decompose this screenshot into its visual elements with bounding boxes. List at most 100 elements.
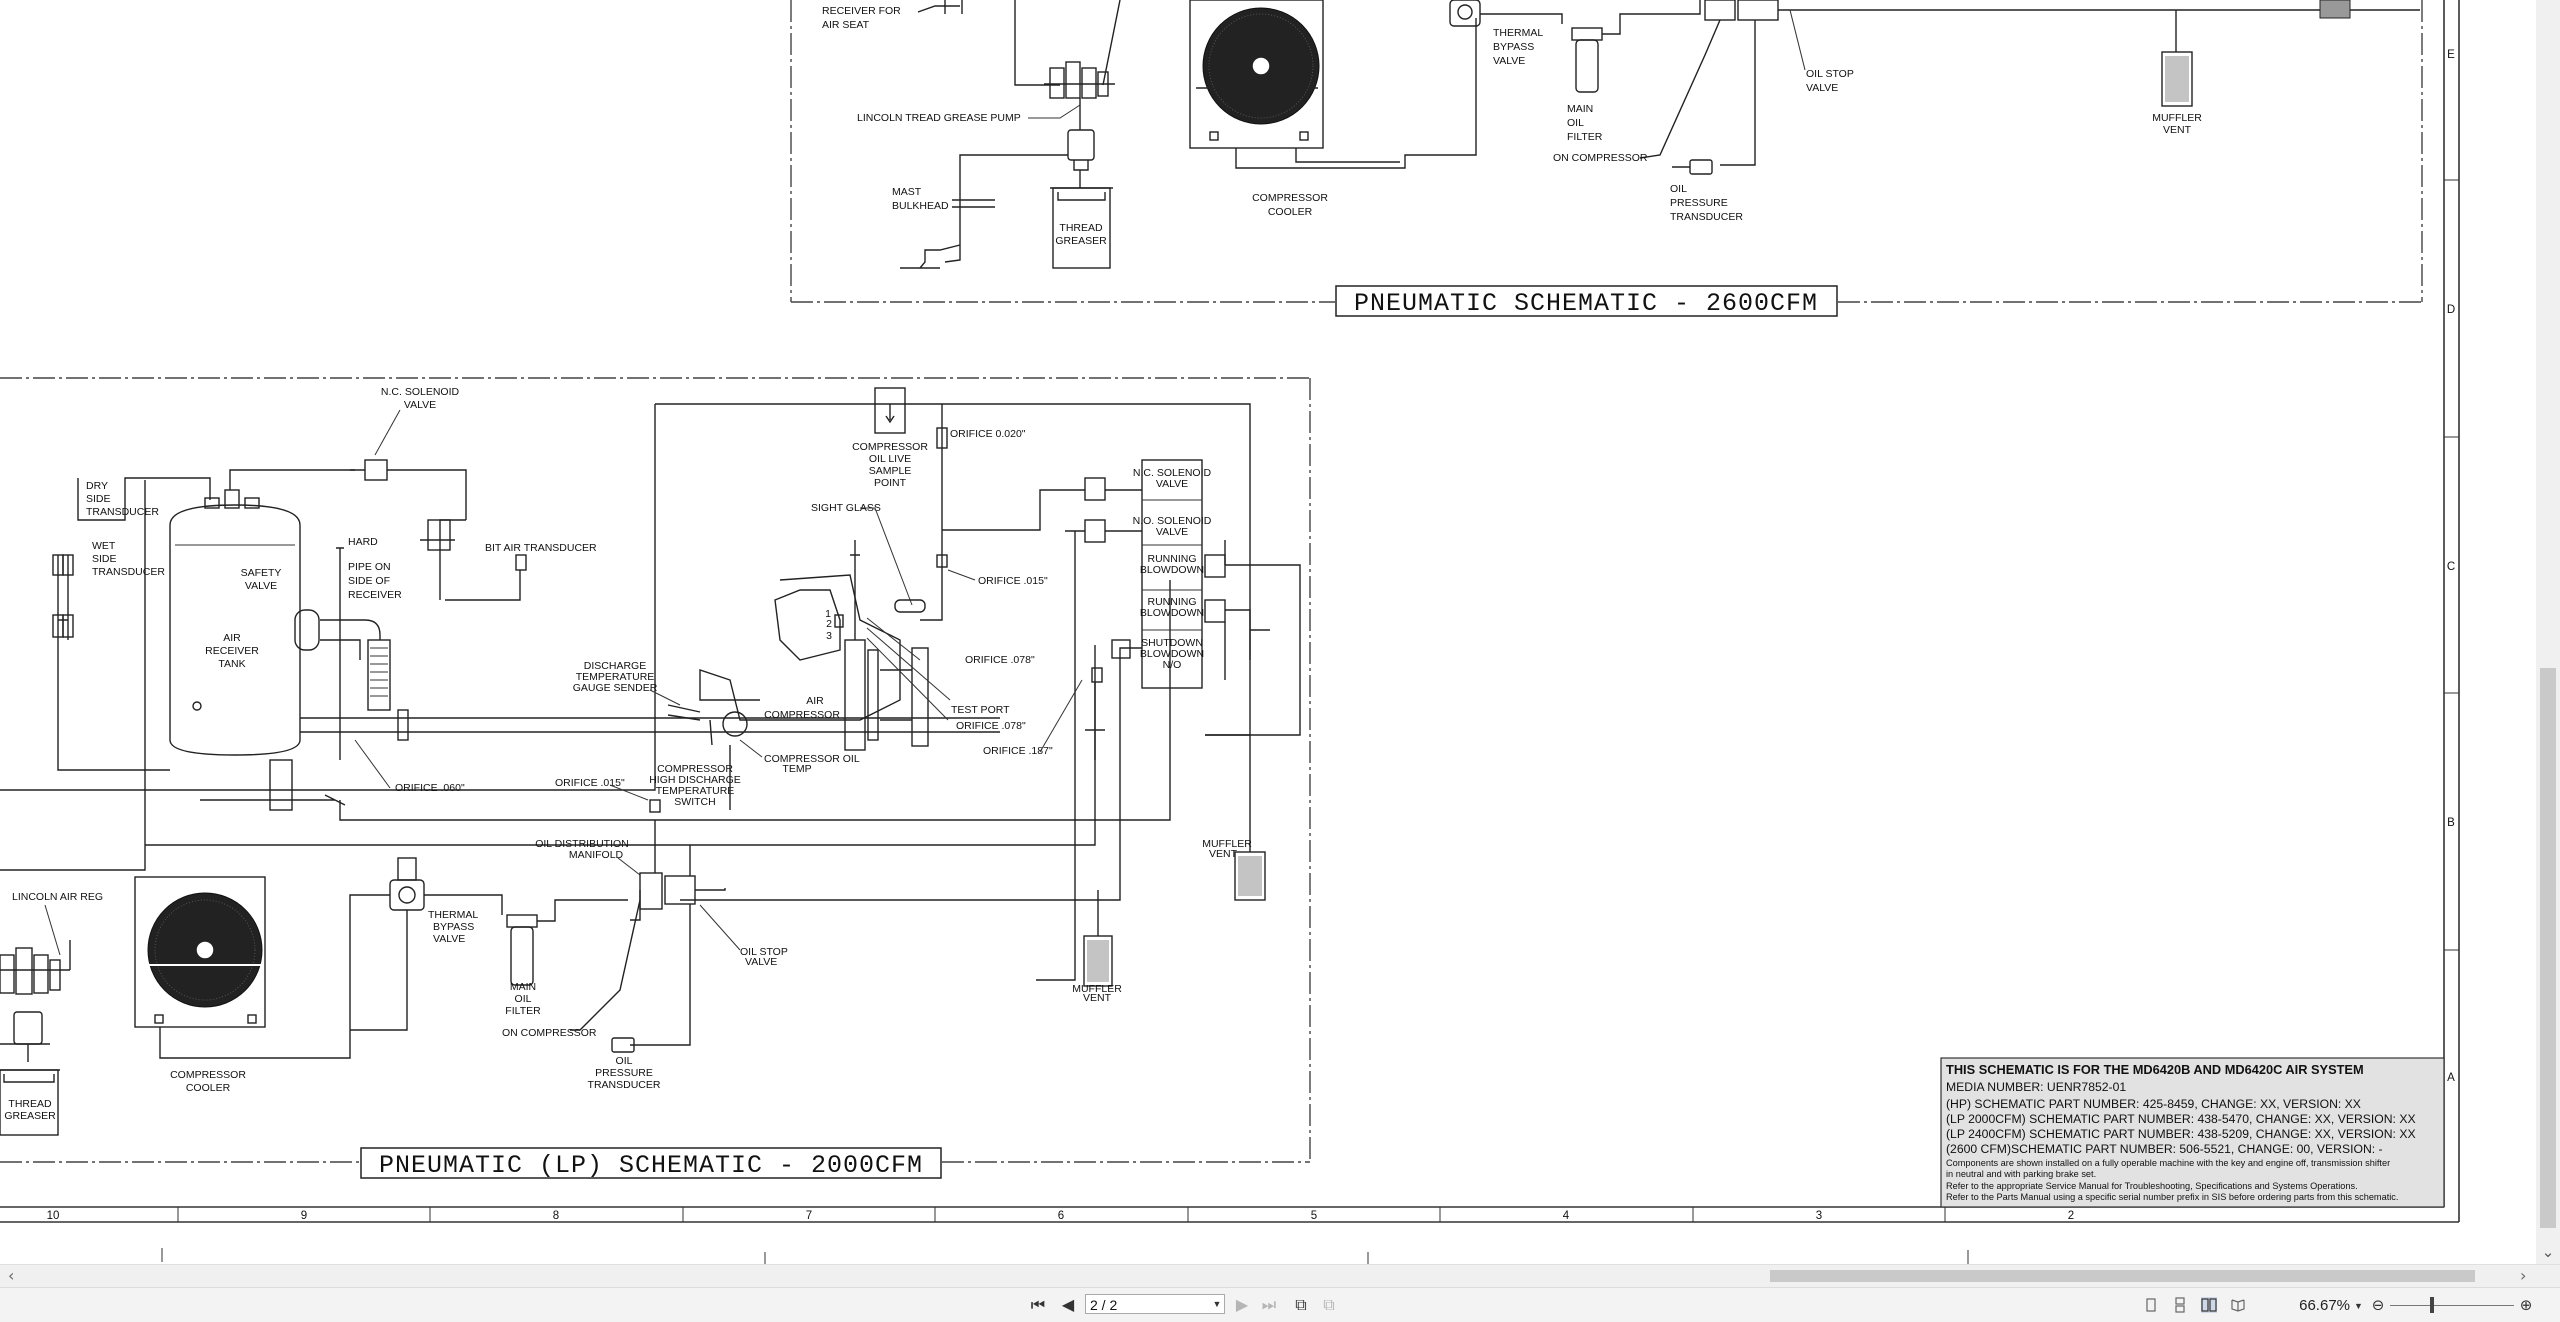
- label-oil-pressure-transducer-top-1: OIL: [1670, 183, 1687, 195]
- label-oil-pressure-transducer-lp-2: PRESSURE: [595, 1067, 653, 1079]
- column-number-4: 4: [1563, 1210, 1570, 1222]
- column-number-5: 5: [1311, 1210, 1317, 1222]
- label-orifice-015b: ORIFICE .015": [555, 777, 625, 789]
- last-page-icon[interactable]: ⏭: [1261, 1295, 1277, 1314]
- book-view-icon[interactable]: [2230, 1297, 2246, 1313]
- label-receiver-for-air-seat-1: RECEIVER FOR: [822, 5, 901, 17]
- next-page-icon[interactable]: ▶: [1235, 1295, 1249, 1314]
- zone-letter-b: B: [2447, 817, 2455, 829]
- label-oil-sample-4: POINT: [874, 477, 907, 489]
- muffler-vent-lp-bottom: [1083, 935, 1113, 987]
- scroll-left-icon[interactable]: ‹: [8, 1266, 15, 1285]
- label-hard-pipe-2: PIPE ON: [348, 561, 391, 573]
- title-2000cfm: PNEUMATIC (LP) SCHEMATIC - 2000CFM: [379, 1151, 923, 1180]
- column-number-7: 7: [806, 1210, 812, 1222]
- info-line-3: (HP) SCHEMATIC PART NUMBER: 425-8459, CH…: [1946, 1097, 2361, 1111]
- label-nc-solenoid-valve-2: VALVE: [404, 399, 436, 411]
- label-shutdown-blowdown-c: N/O: [1163, 659, 1182, 671]
- horizontal-scrollbar[interactable]: ‹ ›: [0, 1264, 2560, 1287]
- label-orifice-060: ORIFICE .060": [395, 782, 465, 794]
- label-compressor-cooler-top-2: COOLER: [1268, 206, 1313, 218]
- label-high-discharge-4: SWITCH: [674, 796, 715, 808]
- zoom-out-icon[interactable]: ⊖: [2371, 1296, 2385, 1314]
- zoom-level[interactable]: 66.67%: [2299, 1297, 2350, 1314]
- label-thread-greaser-2: GREASER: [1055, 235, 1107, 247]
- zone-letter-e: E: [2447, 49, 2455, 61]
- label-muffler-vent-top-2: VENT: [2163, 124, 2192, 136]
- vertical-scrollbar[interactable]: ⌄: [2536, 0, 2560, 1264]
- label-compressor-oil-temp-1: COMPRESSOR OIL: [764, 753, 860, 765]
- label-thermal-bypass-top-2: BYPASS: [1493, 41, 1534, 53]
- scroll-right-icon[interactable]: ›: [2520, 1266, 2527, 1285]
- label-dry-side-3: TRANSDUCER: [86, 506, 159, 518]
- zoom-in-icon[interactable]: ⊕: [2519, 1296, 2533, 1314]
- info-line-9: Refer to the appropriate Service Manual …: [1946, 1181, 2358, 1191]
- label-hard-pipe-3: SIDE OF: [348, 575, 390, 587]
- zoom-slider-thumb[interactable]: [2430, 1297, 2434, 1313]
- label-compressor-cooler-lp-2: COOLER: [186, 1082, 231, 1094]
- label-main-oil-filter-lp-2: OIL: [515, 993, 532, 1005]
- label-air-compressor-2: COMPRESSOR: [764, 709, 840, 721]
- label-air-receiver-2: RECEIVER: [205, 645, 259, 657]
- label-safety-valve-1: SAFETY: [241, 567, 282, 579]
- scroll-down-icon[interactable]: ⌄: [2541, 1243, 2555, 1261]
- label-mast-bulkhead-1: MAST: [892, 186, 922, 198]
- label-discharge-temp-1: DISCHARGE: [584, 660, 646, 672]
- label-thermal-bypass-lp-1: THERMAL: [428, 909, 478, 921]
- single-page-view-icon[interactable]: [2143, 1297, 2159, 1313]
- label-thermal-bypass-lp-3: VALVE: [433, 933, 465, 945]
- vertical-scrollbar-thumb[interactable]: [2540, 668, 2556, 1228]
- label-sight-glass: SIGHT GLASS: [811, 502, 881, 514]
- info-line-10: Refer to the Parts Manual using a specif…: [1946, 1192, 2398, 1202]
- muffler-vent-top: [2161, 51, 2193, 107]
- column-ticks-bottom: [161, 1207, 1969, 1264]
- prev-page-icon[interactable]: ◀: [1061, 1295, 1075, 1314]
- label-oil-pressure-transducer-top-2: PRESSURE: [1670, 197, 1728, 209]
- page-number-input[interactable]: 2 / 2: [1085, 1294, 1225, 1314]
- label-shutdown-blowdown-b: BLOWDOWN: [1140, 648, 1204, 660]
- zoom-chevron-down-icon[interactable]: ▼: [2354, 1301, 2363, 1311]
- label-hard-pipe-4: RECEIVER: [348, 589, 402, 601]
- label-thread-greaser-lp-1: THREAD: [8, 1098, 52, 1110]
- label-main-oil-filter-top-2: OIL: [1567, 117, 1584, 129]
- info-box: THIS SCHEMATIC IS FOR THE MD6420B AND MD…: [1940, 1057, 2445, 1208]
- label-nc-solenoid-1b: VALVE: [1156, 478, 1188, 490]
- label-hard-pipe-1: HARD: [348, 536, 378, 548]
- label-nc-solenoid-2b: VALVE: [1156, 526, 1188, 538]
- label-high-discharge-1: COMPRESSOR: [657, 763, 733, 775]
- column-number-3: 3: [1816, 1210, 1822, 1222]
- label-oil-stop-valve-top-1: OIL STOP: [1806, 68, 1854, 80]
- label-discharge-temp-3: GAUGE SENDER: [573, 682, 658, 694]
- page-view-icon[interactable]: ⧉: [1295, 1295, 1307, 1314]
- label-wet-side-1: WET: [92, 540, 116, 552]
- label-oil-pressure-transducer-lp-3: TRANSDUCER: [588, 1079, 661, 1091]
- continuous-view-icon[interactable]: [2172, 1297, 2188, 1313]
- label-oil-pressure-transducer-lp-1: OIL: [616, 1055, 633, 1067]
- label-running-blowdown-2a: RUNNING: [1148, 596, 1197, 608]
- label-oil-distribution-2: MANIFOLD: [569, 849, 624, 861]
- horizontal-scrollbar-thumb[interactable]: [1770, 1270, 2475, 1282]
- label-test-port: TEST PORT: [951, 704, 1010, 716]
- page-view-alt-icon[interactable]: ⧉: [1323, 1295, 1335, 1314]
- label-receiver-for-air-seat-2: AIR SEAT: [822, 19, 870, 31]
- column-number-8: 8: [553, 1210, 559, 1222]
- label-orifice-015a: ORIFICE .015": [978, 575, 1048, 587]
- chevron-down-icon[interactable]: ▼: [1212, 1299, 1222, 1309]
- document-viewport[interactable]: E D C B A 10 9 8 7 6 5 4 3 2 PNEUMATIC S…: [0, 0, 2536, 1264]
- label-running-blowdown-1b: BLOWDOWN: [1140, 564, 1204, 576]
- label-oil-pressure-transducer-top-3: TRANSDUCER: [1670, 211, 1743, 223]
- label-thread-greaser-1: THREAD: [1059, 222, 1103, 234]
- label-high-discharge-3: TEMPERATURE: [656, 785, 735, 797]
- schematic-2600cfm: PNEUMATIC SCHEMATIC - 2600CFM RECEIVER F…: [790, 0, 2423, 318]
- label-muffler-vent-lp-2b: VENT: [1083, 992, 1112, 1004]
- info-line-5: (LP 2400CFM) SCHEMATIC PART NUMBER: 438-…: [1946, 1127, 2416, 1141]
- label-oil-stop-valve-top-2: VALVE: [1806, 82, 1838, 94]
- first-page-icon[interactable]: ⏮: [1030, 1295, 1046, 1314]
- zoom-slider[interactable]: [2390, 1305, 2514, 1306]
- bottom-toolbar: ⏮ ◀ 2 / 2 ▼ ▶ ⏭ ⧉ ⧉ 66.67% ▼ ⊖ ⊕: [0, 1287, 2560, 1322]
- two-page-view-icon[interactable]: [2201, 1297, 2217, 1313]
- label-muffler-vent-top-1: MUFFLER: [2152, 112, 2202, 124]
- label-thermal-bypass-top-3: VALVE: [1493, 55, 1525, 67]
- column-number-9: 9: [301, 1210, 307, 1222]
- info-line-6: (2600 CFM)SCHEMATIC PART NUMBER: 506-552…: [1946, 1142, 2383, 1156]
